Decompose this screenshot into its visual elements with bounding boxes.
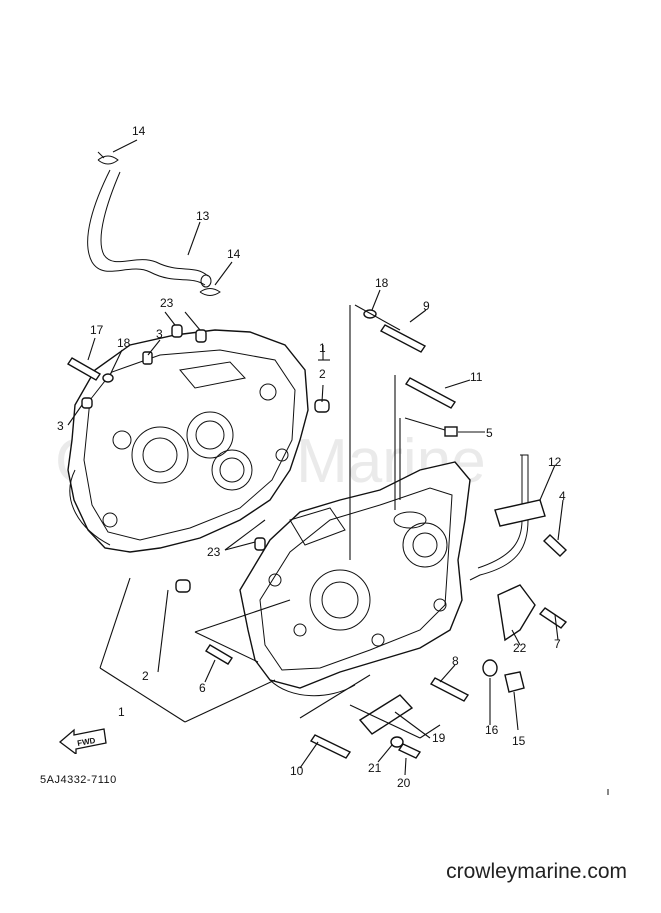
forward-arrow-icon: FWD xyxy=(58,728,107,754)
bolt-4 xyxy=(542,534,568,557)
callout-8: 8 xyxy=(452,654,459,668)
callout-15: 15 xyxy=(512,734,526,748)
callout-3-upper: 3 xyxy=(156,327,163,341)
callout-22: 22 xyxy=(513,641,527,655)
hose-clip-lower xyxy=(199,288,221,296)
bolt-5 xyxy=(444,426,458,437)
callout-17: 17 xyxy=(90,323,104,337)
bolt-17 xyxy=(67,357,101,381)
bracket-22 xyxy=(497,584,536,642)
callout-13: 13 xyxy=(196,209,210,223)
pin-23-a xyxy=(171,324,183,338)
bolt-7 xyxy=(538,607,568,629)
pin-23-b xyxy=(195,329,207,343)
callout-11: 11 xyxy=(470,370,483,384)
washer-16 xyxy=(482,659,498,677)
callout-14-top: 14 xyxy=(132,124,146,138)
stud-3-upper xyxy=(142,351,153,365)
bolt-8 xyxy=(429,677,470,702)
breather-hose xyxy=(87,169,212,288)
bolt-11 xyxy=(404,377,457,409)
callout-2-lower: 2 xyxy=(142,669,149,683)
plug-15 xyxy=(504,671,525,693)
leader-lines xyxy=(67,139,564,776)
callout-16: 16 xyxy=(485,723,499,737)
callout-7: 7 xyxy=(554,637,561,651)
washer-18-left xyxy=(102,373,114,383)
callout-4: 4 xyxy=(559,489,566,503)
callout-2-upper: 2 xyxy=(319,367,326,381)
callout-9: 9 xyxy=(423,299,430,313)
stud-3-left xyxy=(81,397,93,409)
dowel-2-lower xyxy=(175,579,191,593)
callout-18-left: 18 xyxy=(117,336,131,350)
washer-21 xyxy=(390,736,404,748)
callout-23-top: 23 xyxy=(160,296,174,310)
callout-12: 12 xyxy=(548,455,562,469)
callout-23-lower: 23 xyxy=(207,545,221,559)
right-crankcase-half xyxy=(239,461,471,697)
bolt-9 xyxy=(379,324,427,353)
fwd-label: FWD xyxy=(77,736,97,748)
callout-18-right: 18 xyxy=(375,276,389,290)
callout-10: 10 xyxy=(290,764,304,778)
bolt-6 xyxy=(205,644,233,665)
callout-6: 6 xyxy=(199,681,206,695)
diagram-code: 5AJ4332-7110 xyxy=(40,774,117,786)
callout-20: 20 xyxy=(397,776,411,790)
left-crankcase-half xyxy=(67,329,309,553)
callout-21: 21 xyxy=(368,761,382,775)
bolt-10 xyxy=(309,734,352,759)
callout-3-left: 3 xyxy=(57,419,64,433)
pin-23-c xyxy=(254,537,266,551)
callout-14-lower: 14 xyxy=(227,247,241,261)
pipe-bracket xyxy=(494,499,546,527)
hose-clip-top xyxy=(97,151,119,165)
bolt-20 xyxy=(397,743,422,759)
callout-5: 5 xyxy=(486,426,493,440)
site-url: crowleymarine.com xyxy=(446,860,627,883)
callout-19: 19 xyxy=(432,731,446,745)
plate-19 xyxy=(358,694,414,735)
callout-1-upper: 1 xyxy=(319,341,326,355)
callout-1-lower: 1 xyxy=(118,705,125,719)
